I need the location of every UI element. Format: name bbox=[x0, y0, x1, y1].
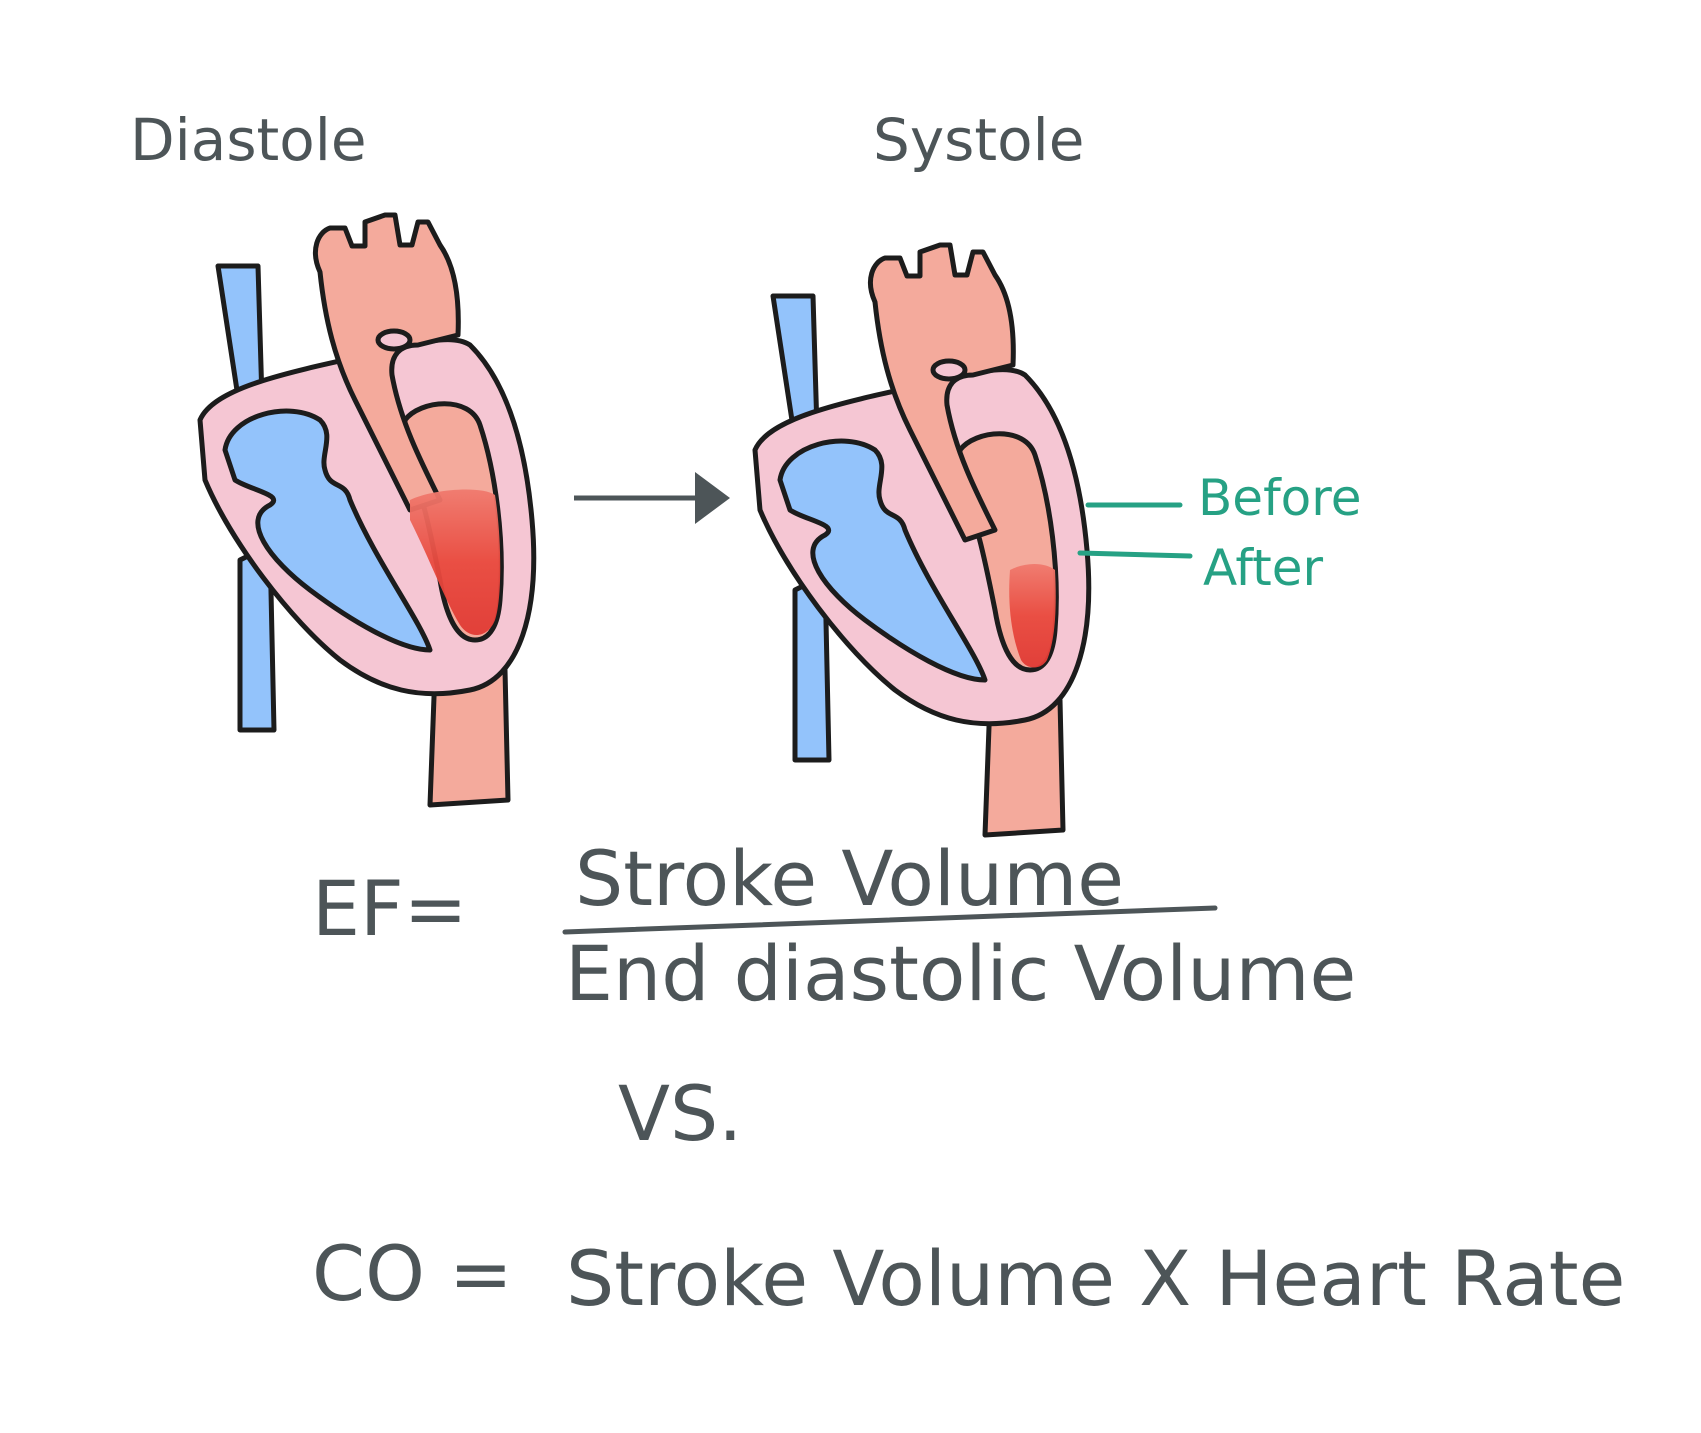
systole-heart-illustration bbox=[755, 245, 1089, 835]
ef-numerator: Stroke Volume bbox=[575, 834, 1124, 923]
co-lhs: CO = bbox=[312, 1229, 513, 1318]
before-annotation: Before bbox=[1085, 469, 1361, 527]
arrow-right-icon bbox=[574, 472, 730, 524]
label-before: Before bbox=[1198, 469, 1361, 527]
label-after: After bbox=[1203, 539, 1324, 597]
fraction-bar bbox=[562, 905, 1218, 935]
title-diastole: Diastole bbox=[130, 106, 367, 174]
diastole-blood-fill bbox=[410, 489, 501, 636]
systole-blood-fill bbox=[1009, 564, 1056, 668]
versus-text: VS. bbox=[618, 1069, 742, 1158]
title-systole: Systole bbox=[873, 106, 1084, 174]
ef-denominator: End diastolic Volume bbox=[565, 929, 1356, 1018]
ef-lhs: EF= bbox=[312, 864, 467, 953]
after-annotation: After bbox=[1077, 539, 1324, 597]
co-rhs: Stroke Volume X Heart Rate bbox=[566, 1234, 1625, 1323]
diastole-heart-illustration bbox=[200, 215, 534, 805]
